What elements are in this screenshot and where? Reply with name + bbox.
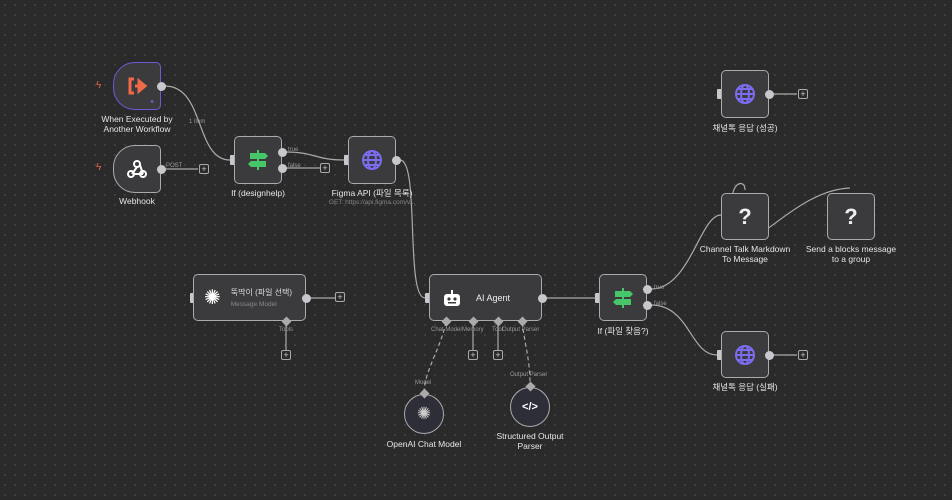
pin-icon: ✦ <box>149 99 155 106</box>
node-figma-api[interactable] <box>348 136 396 184</box>
node-webhook[interactable] <box>113 145 161 193</box>
port-label: false <box>288 163 301 169</box>
true-handle[interactable] <box>278 148 287 157</box>
trigger-bolt-icon: ϟ <box>96 80 102 91</box>
webhook-icon <box>127 160 147 178</box>
port-label: false <box>654 301 667 307</box>
node-label: AI Agent <box>476 292 511 303</box>
port-label: Tools <box>279 327 294 333</box>
port-label: Memory <box>462 327 484 333</box>
openai-icon: ✺ <box>204 287 221 309</box>
trigger-bolt-icon: ϟ <box>96 162 102 173</box>
node-channel-talk-markdown[interactable]: ? <box>721 193 769 240</box>
add-tool-button[interactable]: + <box>493 350 503 360</box>
robot-icon <box>444 289 460 306</box>
add-node-button[interactable]: + <box>199 164 209 174</box>
unknown-node-icon: ? <box>844 203 858 229</box>
output-handle[interactable] <box>538 294 547 303</box>
edge-parser <box>521 321 531 386</box>
node-label: Figma API (파일 목록) <box>331 188 413 198</box>
node-when-executed[interactable]: ✦ <box>113 62 161 110</box>
edge-model <box>423 321 447 393</box>
edge-figma-agent <box>399 159 426 299</box>
false-handle[interactable] <box>278 164 287 173</box>
unknown-node-icon: ? <box>738 203 752 229</box>
edge-exec-if <box>164 85 231 161</box>
output-handle[interactable] <box>157 82 166 91</box>
port-label: Output Parser <box>510 372 548 378</box>
false-handle[interactable] <box>643 301 652 310</box>
code-icon: </> <box>522 401 538 413</box>
node-openai-chat-model[interactable]: ✺ <box>404 394 444 434</box>
node-send-blocks-message[interactable]: ? <box>827 193 875 240</box>
port-label: true <box>288 147 299 153</box>
node-label: If (파일 찾음?) <box>597 326 649 336</box>
output-handle[interactable] <box>392 156 401 165</box>
signpost-icon <box>613 287 633 308</box>
port-label: Chat Model <box>431 327 462 333</box>
port-label: POST <box>166 163 183 169</box>
node-label: 채널톡 응답 (실패) <box>712 382 778 392</box>
port-label: Tool <box>492 327 504 333</box>
node-if-file-found[interactable] <box>599 274 647 321</box>
add-node-button[interactable]: + <box>798 89 808 99</box>
input-handle[interactable] <box>190 293 195 303</box>
port-label: true <box>654 285 665 291</box>
edge-false-fail <box>650 304 718 356</box>
add-tool-button[interactable]: + <box>281 350 291 360</box>
globe-icon <box>735 344 755 365</box>
edge-if-true-figma <box>285 151 345 161</box>
input-handle[interactable] <box>425 293 430 303</box>
port-label: Model <box>415 380 432 386</box>
node-channeltalk-success[interactable] <box>721 70 769 118</box>
globe-icon <box>362 150 382 170</box>
true-handle[interactable] <box>643 285 652 294</box>
edge-true-md <box>650 214 722 290</box>
add-memory-button[interactable]: + <box>468 350 478 360</box>
node-ai-agent[interactable]: AI Agent <box>429 274 542 321</box>
exit-icon <box>128 77 148 95</box>
output-handle[interactable] <box>302 294 311 303</box>
node-label: 뚝딱이 (파일 선택) <box>230 288 293 297</box>
input-handle[interactable] <box>717 89 722 99</box>
node-subtitle: Message Model <box>230 301 277 308</box>
output-handle[interactable] <box>765 351 774 360</box>
node-label: OpenAI Chat Model <box>386 439 462 449</box>
node-label: Webhook <box>119 196 155 206</box>
input-handle[interactable] <box>595 293 600 303</box>
add-node-button[interactable]: + <box>798 350 808 360</box>
edge-md-loop <box>732 183 746 194</box>
openai-icon: ✺ <box>416 404 432 423</box>
input-handle[interactable] <box>230 155 235 165</box>
node-subtitle: GET: https://api.figma.com/v... <box>328 199 416 206</box>
node-label: If (designhelp) <box>231 188 285 198</box>
output-handle[interactable] <box>765 90 774 99</box>
input-handle[interactable] <box>717 350 722 360</box>
add-node-button[interactable]: + <box>335 292 345 302</box>
add-node-button[interactable]: + <box>320 163 330 173</box>
signpost-icon <box>248 150 268 170</box>
node-structured-output-parser[interactable]: </> <box>510 387 550 427</box>
node-if-designhelp[interactable] <box>234 136 282 184</box>
port-label: Output Parser <box>502 327 540 333</box>
edge-label-item-count: 1 item <box>189 119 206 125</box>
output-handle[interactable] <box>157 165 166 174</box>
node-message-model[interactable]: ✺ 뚝딱이 (파일 선택) Message Model <box>193 274 306 321</box>
node-channeltalk-fail[interactable] <box>721 331 769 378</box>
input-handle[interactable] <box>344 155 349 165</box>
globe-icon <box>735 84 755 104</box>
node-label: 채널톡 응답 (성공) <box>712 123 778 133</box>
